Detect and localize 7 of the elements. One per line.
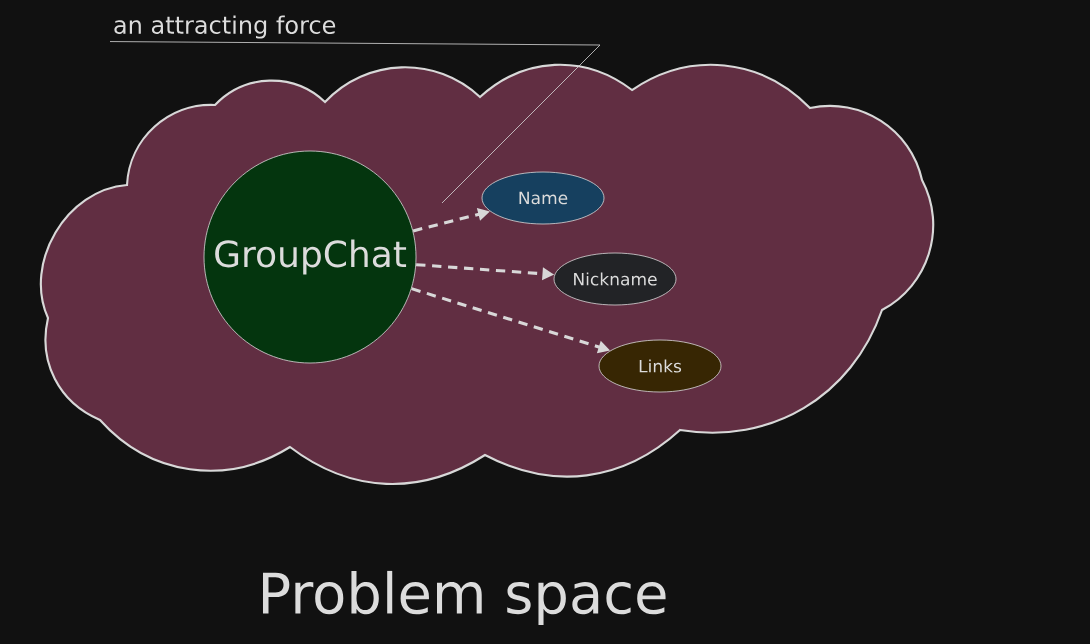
caption-text: Problem space <box>263 570 666 626</box>
ellipse-node: Nickname <box>553 252 677 306</box>
leader-line <box>109 41 601 204</box>
annotation-text: an attracting force <box>114 15 336 39</box>
ellipse-node: Links <box>598 339 722 393</box>
circle-node: GroupChat <box>203 150 417 364</box>
ellipse-node: Name <box>481 171 605 225</box>
